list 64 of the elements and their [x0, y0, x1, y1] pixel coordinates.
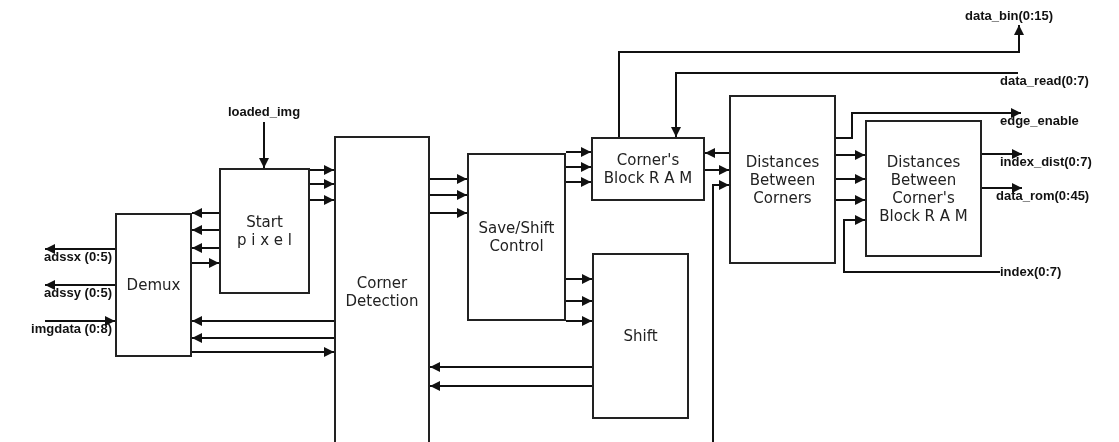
arrow — [309, 195, 335, 205]
block-name: Corner's Block R A M — [602, 151, 694, 187]
arrow — [565, 162, 592, 172]
block-box — [334, 136, 430, 442]
block-name: Distances Between Corner's Block R A M — [878, 152, 969, 225]
block-box — [115, 213, 192, 357]
arrow — [671, 72, 1019, 138]
block-box — [865, 120, 982, 257]
arrow — [565, 316, 593, 326]
arrow — [704, 148, 730, 158]
arrow — [981, 149, 1023, 159]
arrow — [704, 165, 730, 175]
arrow — [565, 177, 592, 187]
block-box — [467, 153, 566, 321]
signal-label: index(0:7) — [1000, 264, 1075, 279]
arrow — [191, 208, 220, 218]
arrow — [191, 316, 335, 326]
block-name: Start — [246, 213, 283, 231]
arrow — [44, 316, 116, 326]
signal-label: index_dist(0:7) — [1000, 154, 1112, 169]
arrow — [429, 381, 593, 391]
arrow — [835, 195, 866, 205]
block-box — [592, 253, 689, 419]
block-name: Corner Detection — [344, 274, 420, 310]
signal-label: data_bin(0:15) — [965, 8, 1075, 23]
arrow — [44, 244, 116, 254]
arrow — [191, 258, 220, 268]
signal-label: data_rom(0:45) — [996, 188, 1112, 203]
arrow — [565, 296, 593, 306]
arrow — [981, 183, 1023, 193]
arrow — [843, 215, 1001, 273]
arrow — [429, 190, 468, 200]
signal-label: adssy (0:5) — [22, 285, 112, 300]
arrow — [835, 174, 866, 184]
block-name: Shift — [623, 327, 658, 345]
signal-label: data_read(0:7) — [1000, 73, 1112, 88]
signal-label: adssx (0:5) — [22, 249, 112, 264]
arrow — [618, 24, 1024, 138]
block-box — [219, 168, 310, 294]
arrow — [191, 225, 220, 235]
arrow — [191, 347, 335, 357]
signal-label: imgdata (0:8) — [10, 321, 112, 336]
signal-label: edge_enable — [1000, 113, 1100, 128]
block-name: Demux — [126, 276, 181, 294]
arrow — [565, 147, 592, 157]
arrow — [429, 208, 468, 218]
arrow — [835, 108, 1022, 139]
block-name: Distances Between Corners — [744, 152, 821, 207]
arrow — [429, 174, 468, 184]
arrow — [565, 274, 593, 284]
arrow — [191, 333, 335, 343]
arrow — [309, 179, 335, 189]
block-name: p i x e l — [236, 231, 292, 249]
block-box — [591, 137, 705, 201]
signal-label: loaded_img — [222, 104, 306, 119]
arrow — [835, 150, 866, 160]
arrow — [259, 121, 269, 169]
block-name: Save/Shift Control — [477, 219, 556, 255]
block-box — [729, 95, 836, 264]
arrow — [44, 280, 116, 290]
arrow — [712, 180, 730, 442]
arrow — [191, 243, 220, 253]
arrow — [429, 362, 593, 372]
arrow — [309, 165, 335, 175]
